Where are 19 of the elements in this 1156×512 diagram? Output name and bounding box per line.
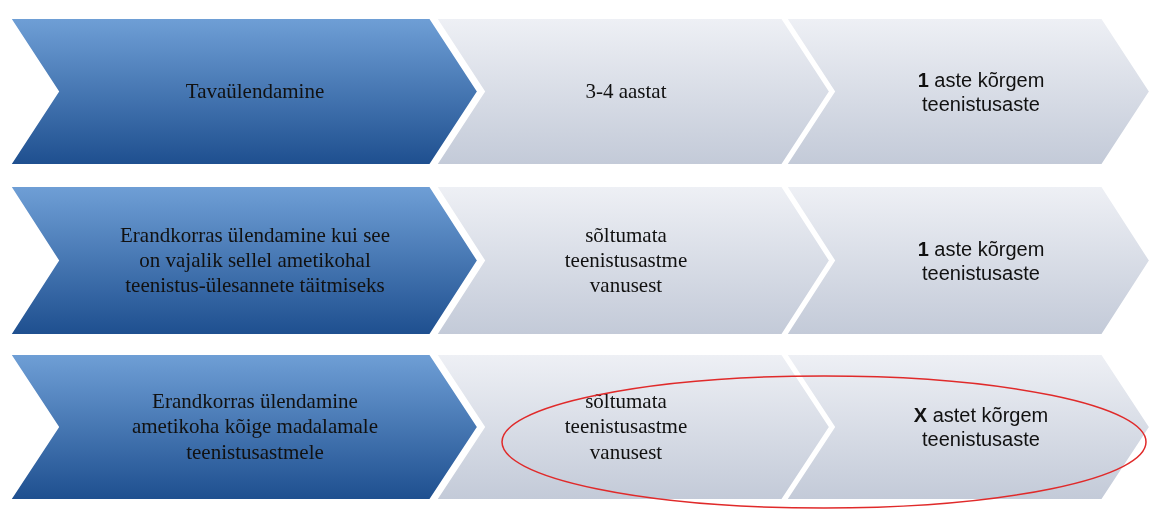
- step-label: 3-4 aastat: [585, 78, 667, 105]
- chevron-step: [786, 354, 1150, 500]
- highlight-ellipse: [500, 374, 1148, 510]
- step-label: 1 aste kõrgem teenistusaste: [916, 67, 1046, 116]
- chevron-step: [10, 18, 478, 165]
- chevron-step: [436, 18, 830, 165]
- step-label: X astet kõrgem teenistusaste: [912, 403, 1050, 451]
- step-label: sõltumata teenistusastme vanusest: [563, 222, 689, 299]
- step-label: Erandkorras ülendamine kui see on vajalik sellel ametikohal teenistus-ülesannete täitmiseks: [120, 222, 390, 299]
- chevron-step: [436, 354, 830, 500]
- chevron-step: [10, 354, 478, 500]
- chevron-step: [436, 186, 830, 335]
- step-label: Erandkorras ülendamine ametikoha kõige madalamale teenistusastmele: [130, 389, 380, 465]
- chevron-step: [10, 186, 478, 335]
- chevron-step: [786, 18, 1150, 165]
- step-label: sõltumata teenistusastme vanusest: [563, 389, 689, 465]
- step-label: 1 aste kõrgem teenistusaste: [916, 236, 1046, 285]
- step-label: Tavaülendamine: [185, 78, 325, 105]
- chevron-step: [786, 186, 1150, 335]
